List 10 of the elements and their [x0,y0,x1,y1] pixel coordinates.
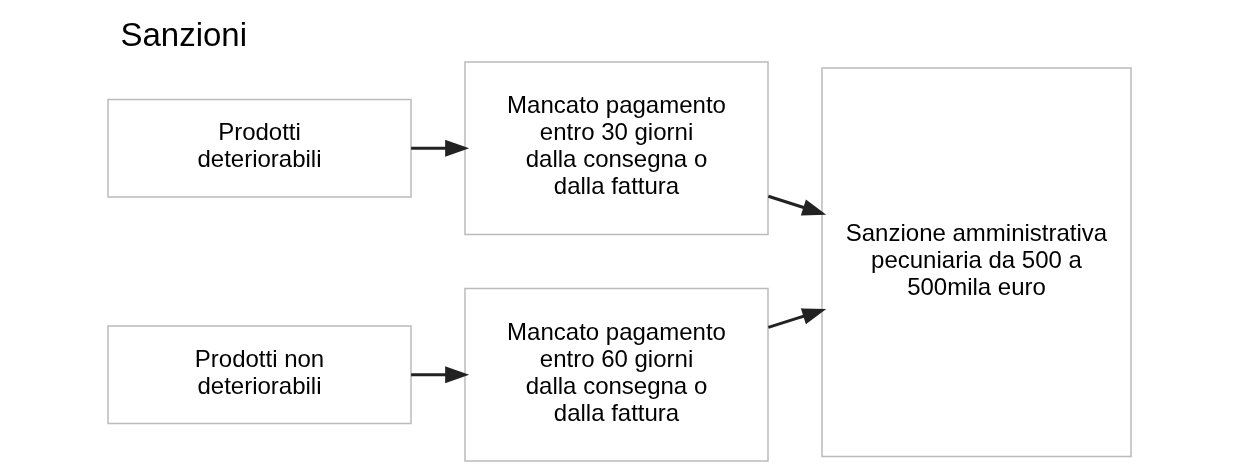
node-box: Prodotti deteriorabili [107,98,412,198]
node-box: Mancato pagamento entro 30 giorni dalla consegna o dalla fattura [464,61,769,236]
arrow [411,139,470,157]
arrow [411,366,470,384]
node-box: Sanzione amministrativa pecuniaria da 500 a 500mila euro [821,67,1132,458]
node-box: Prodotti non deteriorabili [107,325,412,425]
diagram-title: Sanzioni [120,16,248,54]
node-box: Mancato pagamento entro 60 giorni dalla consegna o dalla fattura [464,287,769,462]
arrow [767,194,827,216]
arrow [767,308,827,329]
